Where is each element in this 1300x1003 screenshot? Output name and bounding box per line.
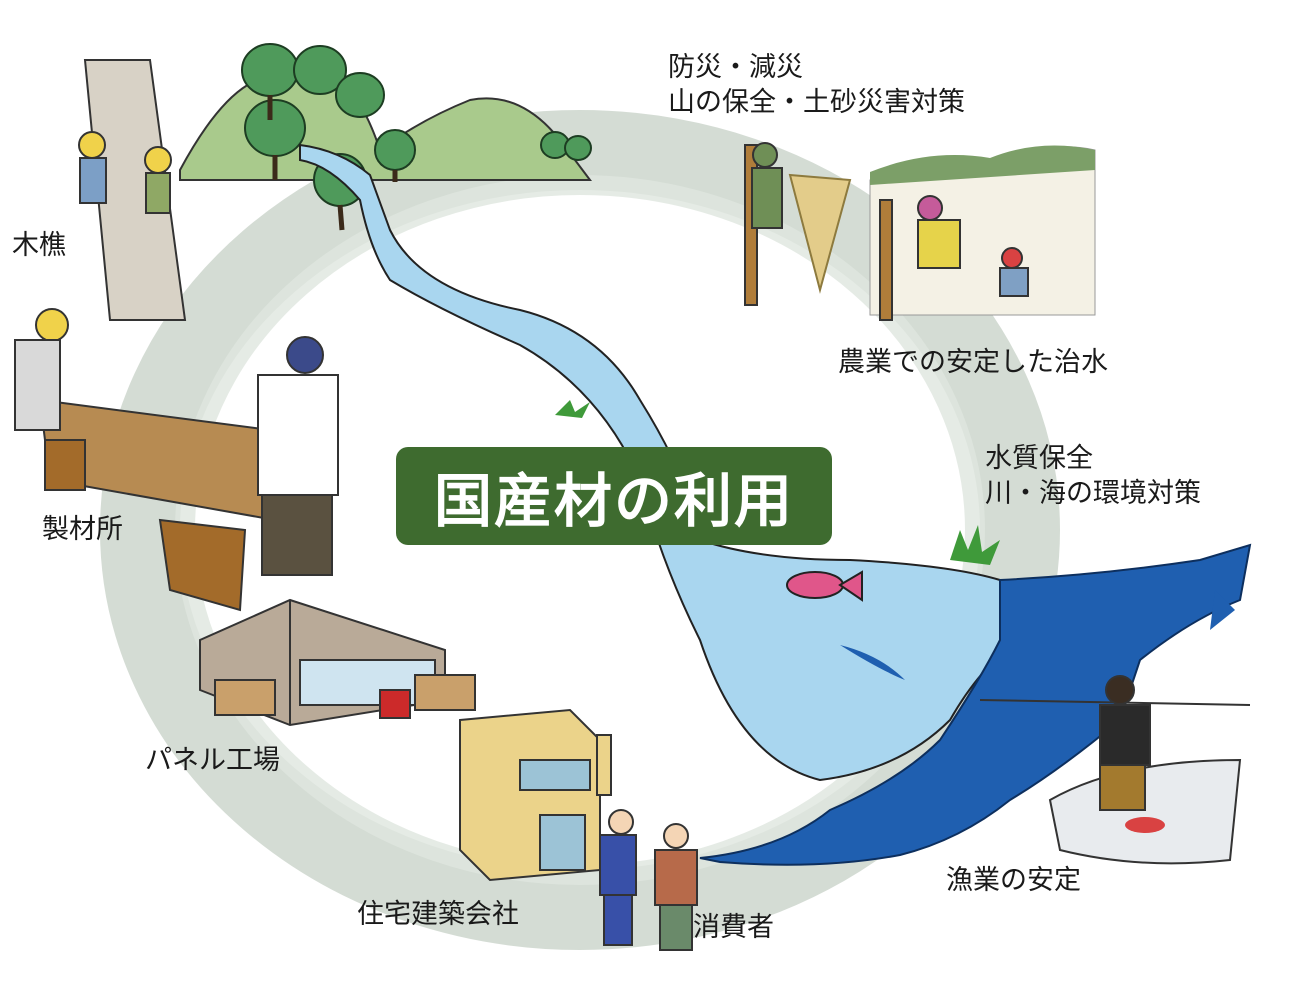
label-panel-factory: パネル工場 [145,745,280,776]
label-consumer: 消費者 [693,912,774,943]
agriculture-illustration [744,142,1096,321]
fish-icon [786,570,863,602]
grass-icon [555,400,1000,565]
housing-company-illustration [459,708,698,951]
woodcutters-illustration [78,59,187,321]
label-woodcutter: 木樵 [12,230,66,261]
label-water-quality-line1: 水質保全 [985,443,1093,474]
diagram-title: 国産材の利用 [396,447,832,545]
sea [699,543,1252,866]
fishing-illustration [979,675,1251,865]
label-water-quality: 水質保全 川・海の環境対策 [985,441,1201,511]
label-water-quality-line2: 川・海の環境対策 [985,478,1201,510]
label-agriculture: 農業での安定した治水 [838,347,1108,378]
label-fishery: 漁業の安定 [946,865,1081,896]
label-disaster-line1: 防災・減災 [668,52,803,83]
label-sawmill: 製材所 [42,514,123,545]
sawmill-illustration [14,308,339,612]
panel-factory-illustration [199,598,476,727]
label-housing-company: 住宅建築会社 [357,899,519,930]
label-disaster-line2: 山の保全・土砂災害対策 [668,87,965,119]
label-disaster-prevention: 防災・減災 山の保全・土砂災害対策 [668,50,965,120]
